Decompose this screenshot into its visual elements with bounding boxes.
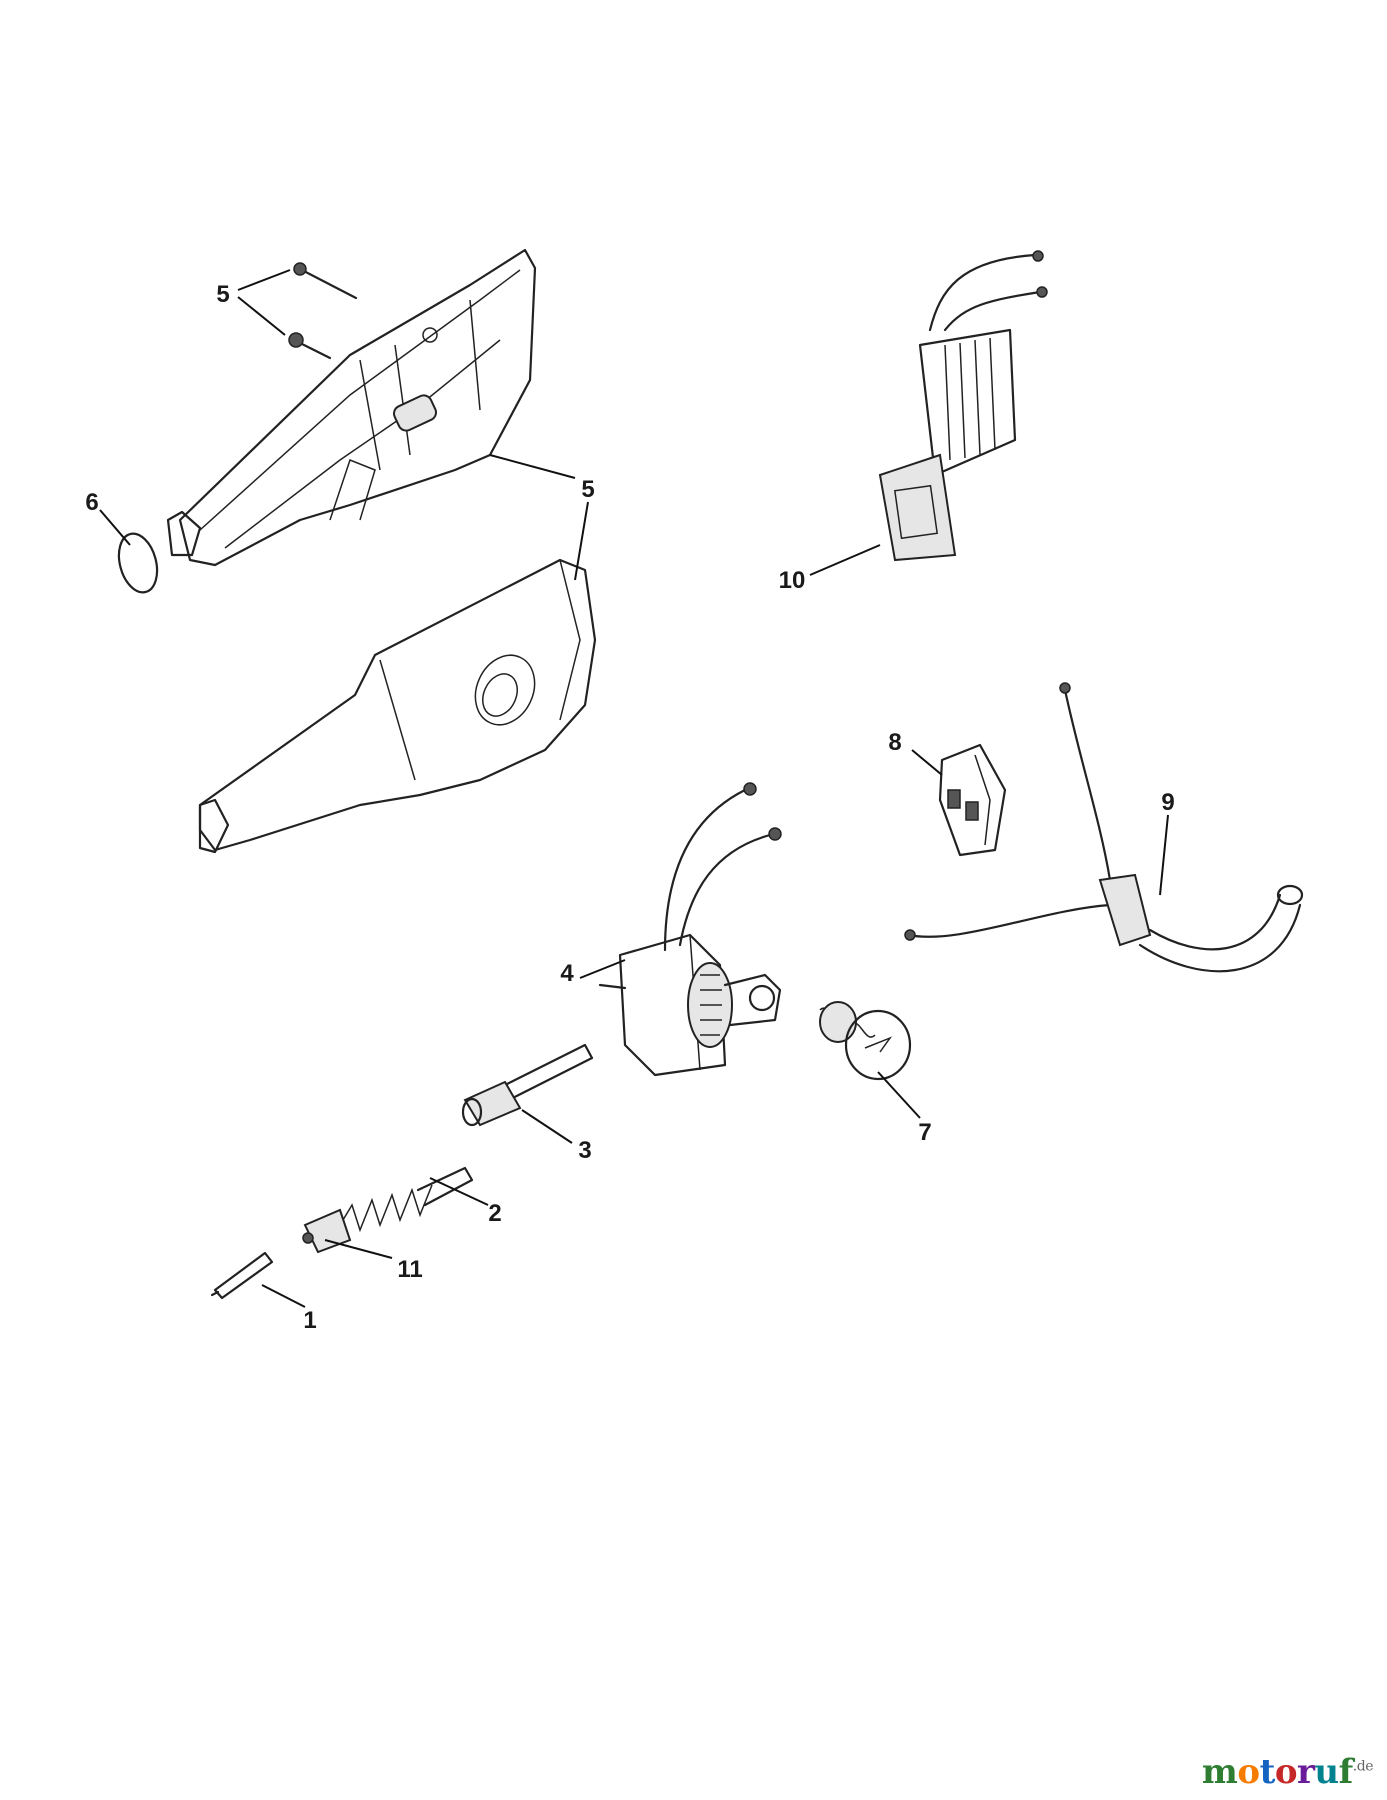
logo-letter: r: [1297, 1752, 1315, 1792]
logo-letter: u: [1314, 1752, 1339, 1792]
logo-letter: t: [1259, 1752, 1276, 1792]
tip-nozzle: [302, 1208, 352, 1254]
callout-2: 2: [488, 1200, 501, 1227]
o-ring: [117, 532, 159, 594]
logo-tld: .de: [1352, 1758, 1374, 1775]
spring: [339, 1166, 474, 1233]
callout-10: 10: [779, 567, 806, 594]
plunger-rod: [461, 1043, 594, 1127]
power-cord: [904, 682, 1304, 973]
callout-7: 7: [918, 1119, 931, 1146]
callout-11: 11: [397, 1256, 422, 1283]
housing-lower-half: [198, 558, 597, 854]
callout-5: 5: [581, 476, 594, 503]
callout-1: 1: [303, 1307, 316, 1334]
logo-letter: m: [1201, 1752, 1238, 1792]
pin: [210, 1251, 274, 1300]
callout-6-screw: 5: [216, 281, 229, 308]
screw-lower: [288, 332, 332, 360]
callout-labels: 5 6 5 10 8 9 4 7 3 2 11 1: [85, 281, 1174, 1334]
coil-transformer: [878, 250, 1048, 562]
leader-lines: [99, 269, 1169, 1308]
callout-8: 8: [888, 729, 901, 756]
knob-with-spring: [819, 1001, 912, 1081]
callout-3: 3: [578, 1137, 591, 1164]
logo-letter: o: [1237, 1752, 1260, 1792]
callout-4: 4: [560, 960, 574, 987]
motor: [598, 782, 782, 1077]
motoruf-watermark-logo: motoruf.de: [1201, 1752, 1374, 1792]
callout-9: 9: [1161, 789, 1174, 816]
logo-letter: o: [1274, 1752, 1298, 1792]
logo-letter: f: [1338, 1752, 1354, 1792]
switch: [938, 743, 1007, 857]
callout-6-o-ring: 6: [85, 489, 98, 516]
screw-upper: [293, 262, 358, 300]
